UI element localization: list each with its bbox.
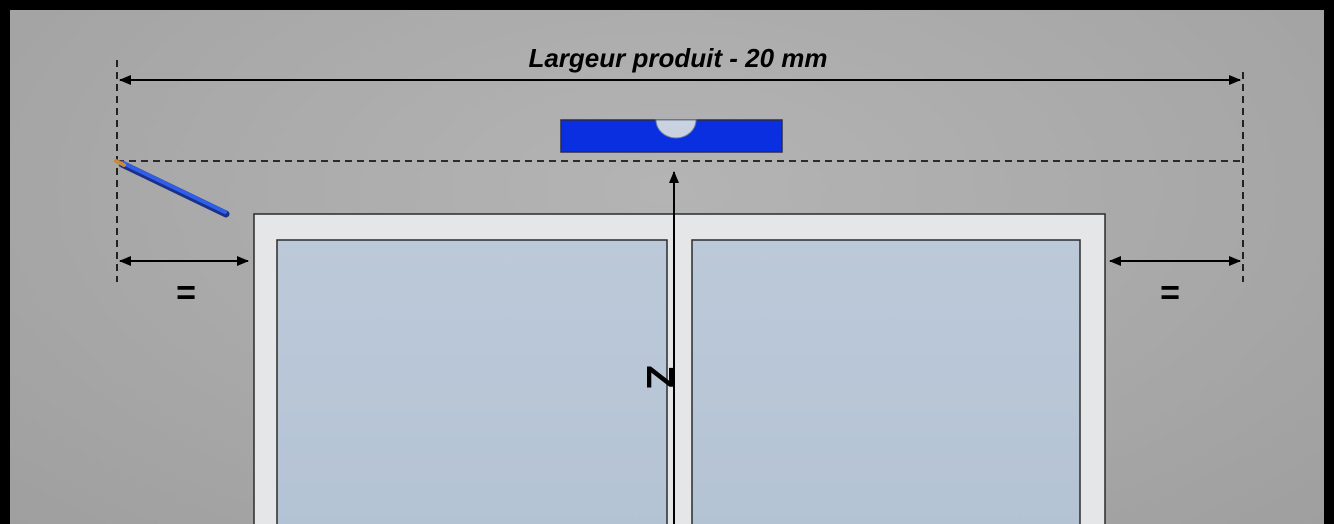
spirit-level-icon	[560, 119, 783, 153]
diagram-canvas: Largeur produit - 20 mm	[10, 10, 1324, 524]
width-label: Largeur produit - 20 mm	[528, 43, 827, 73]
window-right-pane	[691, 239, 1081, 524]
pencil-icon	[114, 159, 230, 218]
installation-diagram: Largeur produit - 20 mm	[114, 43, 1244, 524]
right-equal-label: =	[1160, 274, 1180, 312]
height-label: Z	[638, 365, 680, 388]
window-left-pane	[276, 239, 668, 524]
left-equal-label: =	[176, 274, 196, 312]
